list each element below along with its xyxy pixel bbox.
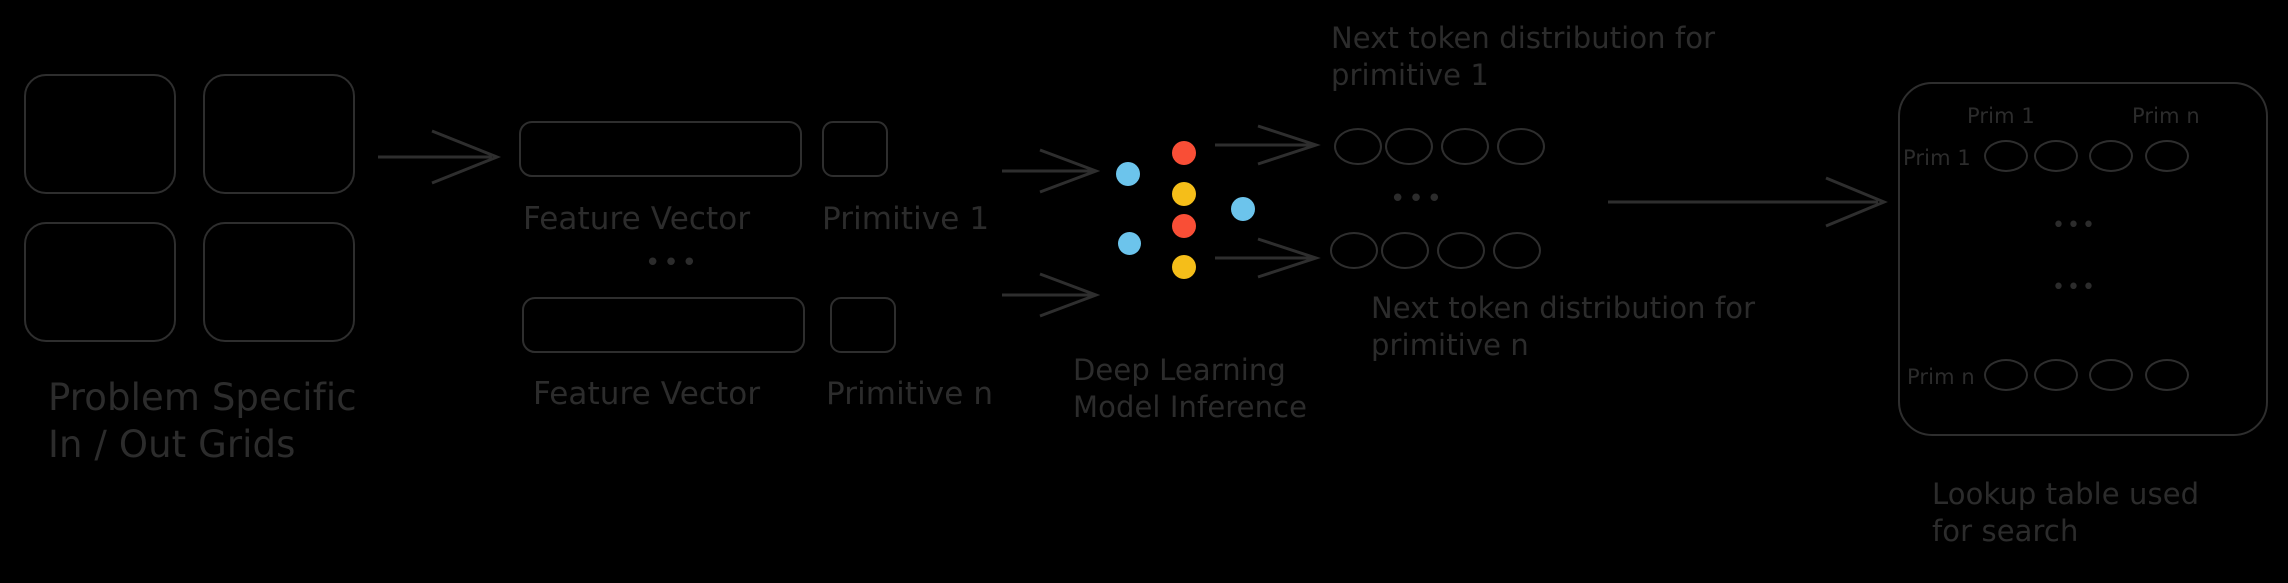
lookup-col-header-prim1: Prim 1 bbox=[1967, 104, 2035, 128]
token-distribution-caption-top: Next token distribution for primitive 1 bbox=[1331, 21, 1716, 93]
token-distribution-ellipsis: ••• bbox=[1390, 184, 1446, 214]
lookup-table-panel[interactable] bbox=[1898, 82, 2268, 436]
lookup-cell[interactable] bbox=[2145, 359, 2189, 391]
lookup-col-header-primn: Prim n bbox=[2132, 104, 2200, 128]
arrow-model-to-tokens-bottom bbox=[1215, 237, 1321, 279]
primitive-label-n: Primitive n bbox=[826, 376, 994, 412]
token-ellipse[interactable] bbox=[1381, 232, 1429, 269]
grid-cell[interactable] bbox=[24, 74, 176, 194]
nn-node-input-2 bbox=[1118, 232, 1141, 255]
lookup-cell[interactable] bbox=[2089, 359, 2133, 391]
lookup-ellipsis-upper: ••• bbox=[2052, 213, 2097, 238]
lookup-row-header-primn: Prim n bbox=[1907, 365, 1975, 389]
feature-vector-box-n[interactable] bbox=[522, 297, 805, 353]
grid-cell[interactable] bbox=[24, 222, 176, 342]
lookup-cell[interactable] bbox=[1984, 140, 2028, 172]
nn-node-input-1 bbox=[1116, 162, 1140, 186]
primitive-box-1[interactable] bbox=[822, 121, 888, 177]
lookup-cell[interactable] bbox=[2034, 359, 2078, 391]
token-ellipse[interactable] bbox=[1437, 232, 1485, 269]
token-ellipse[interactable] bbox=[1385, 128, 1433, 165]
grid-cell[interactable] bbox=[203, 222, 355, 342]
nn-node-hidden-2 bbox=[1172, 182, 1196, 206]
problem-grids-caption: Problem Specific In / Out Grids bbox=[48, 376, 357, 467]
primitive-label-1: Primitive 1 bbox=[822, 201, 990, 237]
nn-node-hidden-1 bbox=[1172, 141, 1196, 165]
lookup-cell[interactable] bbox=[2034, 140, 2078, 172]
arrow-model-to-tokens-top bbox=[1215, 124, 1321, 166]
feature-vector-box-1[interactable] bbox=[519, 121, 802, 177]
token-ellipse[interactable] bbox=[1497, 128, 1545, 165]
feature-vector-label-1: Feature Vector bbox=[523, 201, 751, 237]
lookup-ellipsis-lower: ••• bbox=[2052, 275, 2097, 300]
token-distribution-caption-bottom: Next token distribution for primitive n bbox=[1371, 291, 1756, 363]
nn-node-hidden-4 bbox=[1172, 255, 1196, 279]
lookup-table-caption: Lookup table used for search bbox=[1932, 477, 2200, 549]
arrow-grids-to-features bbox=[378, 129, 502, 185]
primitive-box-n[interactable] bbox=[830, 297, 896, 353]
token-ellipse[interactable] bbox=[1334, 128, 1382, 165]
token-ellipse[interactable] bbox=[1330, 232, 1378, 269]
token-ellipse[interactable] bbox=[1441, 128, 1489, 165]
grid-cell[interactable] bbox=[203, 74, 355, 194]
lookup-cell[interactable] bbox=[2145, 140, 2189, 172]
feature-vector-ellipsis: ••• bbox=[645, 248, 701, 278]
arrow-primitiven-to-model bbox=[1002, 272, 1101, 318]
token-ellipse[interactable] bbox=[1493, 232, 1541, 269]
nn-node-output-1 bbox=[1231, 197, 1255, 221]
nn-node-hidden-3 bbox=[1172, 214, 1196, 238]
arrow-tokens-to-lookup bbox=[1608, 176, 1888, 228]
arrow-primitive1-to-model bbox=[1002, 148, 1101, 194]
model-inference-caption: Deep Learning Model Inference bbox=[1073, 353, 1308, 425]
lookup-row-header-prim1: Prim 1 bbox=[1903, 146, 1971, 170]
lookup-cell[interactable] bbox=[2089, 140, 2133, 172]
lookup-cell[interactable] bbox=[1984, 359, 2028, 391]
feature-vector-label-n: Feature Vector bbox=[533, 376, 761, 412]
